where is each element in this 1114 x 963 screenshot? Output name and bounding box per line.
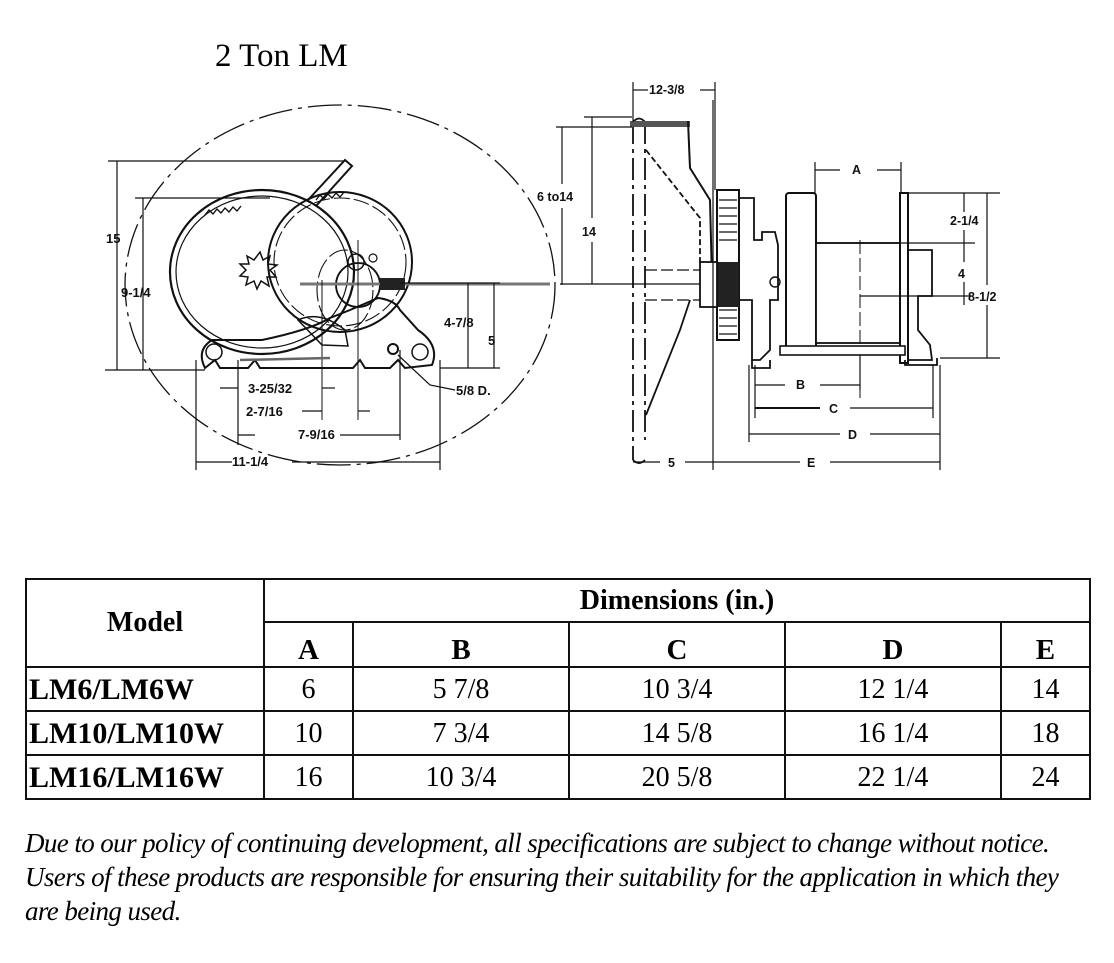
dimensions-table: Model Dimensions (in.) A B C D E LM6/LM6… — [25, 577, 1092, 800]
model-name: LM16/LM16W — [25, 754, 265, 800]
dim-label-4: 4 — [958, 267, 965, 281]
cell-d: 12 1/4 — [783, 666, 1002, 712]
dim-label-3-25-32: 3-25/32 — [248, 381, 292, 396]
cell-d: 16 1/4 — [783, 710, 1002, 756]
cell-a: 16 — [262, 754, 355, 800]
spline-hub — [238, 250, 280, 291]
column-header-b: B — [352, 621, 570, 668]
cell-e: 24 — [999, 754, 1092, 800]
side-view-labels: 12-3/8 6 to14 14 A 2-1/4 4 8-1/2 B C D 5… — [537, 83, 997, 470]
diagram-title: 2 Ton LM — [215, 38, 348, 74]
cell-c: 14 5/8 — [567, 710, 786, 756]
dim-label-a: A — [852, 163, 861, 177]
table-row: LM16/LM16W 16 10 3/4 20 5/8 22 1/4 24 — [25, 754, 1092, 800]
dim-label-c: C — [829, 402, 838, 416]
dim-label-bolt-diameter: 5/8 D. — [456, 383, 491, 398]
front-view-dimensions — [105, 160, 500, 470]
column-header-c: C — [567, 621, 786, 668]
dim-label-12-3-8: 12-3/8 — [649, 83, 684, 97]
cell-e: 18 — [999, 710, 1092, 756]
cell-c: 20 5/8 — [567, 754, 786, 800]
cell-a: 10 — [262, 710, 355, 756]
crank-handle — [307, 158, 354, 207]
table-header-row: Model Dimensions (in.) — [25, 577, 1091, 668]
handle-sweep-circle — [124, 104, 556, 466]
side-view-dimensions — [556, 82, 1000, 470]
side-view — [630, 100, 938, 470]
column-header-d: D — [783, 621, 1002, 668]
dim-label-6-to-14: 6 to14 — [537, 190, 573, 204]
table-row: LM10/LM10W 10 7 3/4 14 5/8 16 1/4 18 — [25, 710, 1092, 756]
dim-label-5: 5 — [488, 333, 495, 348]
drum-flange-left — [785, 192, 817, 354]
dim-label-15: 15 — [106, 231, 120, 246]
dim-label-4-7-8: 4-7/8 — [444, 315, 474, 330]
model-header: Model — [25, 578, 265, 668]
model-name: LM10/LM10W — [25, 710, 265, 756]
dim-label-8-1-2: 8-1/2 — [968, 290, 997, 304]
cell-b: 5 7/8 — [352, 666, 570, 712]
dim-label-e: E — [807, 456, 815, 470]
cell-e: 14 — [999, 666, 1092, 712]
front-view — [124, 104, 556, 466]
dim-label-2-7-16: 2-7/16 — [246, 404, 283, 419]
disclaimer-note: Due to our policy of continuing developm… — [25, 828, 1059, 926]
cell-b: 7 3/4 — [352, 710, 570, 756]
cell-b: 10 3/4 — [352, 754, 570, 800]
column-header-e: E — [999, 621, 1092, 668]
model-name: LM6/LM6W — [25, 666, 265, 712]
cell-a: 6 — [262, 666, 355, 712]
dim-label-5-handle: 5 — [668, 456, 675, 470]
front-view-labels: 15 9-1/4 4-7/8 5 3-25/32 2-7/16 7-9/16 1… — [106, 231, 495, 469]
base-frame — [200, 296, 436, 370]
dimensions-header: Dimensions (in.) — [263, 577, 1091, 624]
dim-label-14: 14 — [582, 225, 596, 239]
dim-label-2-1-4: 2-1/4 — [950, 214, 979, 228]
cell-c: 10 3/4 — [567, 666, 786, 712]
dim-label-b: B — [796, 378, 805, 392]
column-header-a: A — [262, 621, 355, 668]
winch-technical-drawing: 15 9-1/4 4-7/8 5 3-25/32 2-7/16 7-9/16 1… — [105, 82, 1000, 470]
table-row: LM6/LM6W 6 5 7/8 10 3/4 12 1/4 14 — [25, 666, 1092, 712]
cell-d: 22 1/4 — [783, 754, 1002, 800]
drum-flange-right — [899, 192, 909, 364]
dim-label-7-9-16: 7-9/16 — [298, 427, 335, 442]
dim-label-9-1-4: 9-1/4 — [121, 285, 151, 300]
side-crank-arm — [687, 120, 713, 281]
dim-label-11-1-4: 11-1/4 — [232, 454, 269, 469]
pinion-gear — [267, 191, 413, 333]
table-column-header-row: A B C D E — [26, 621, 1092, 668]
large-gear — [168, 188, 356, 356]
dim-label-d: D — [848, 428, 857, 442]
